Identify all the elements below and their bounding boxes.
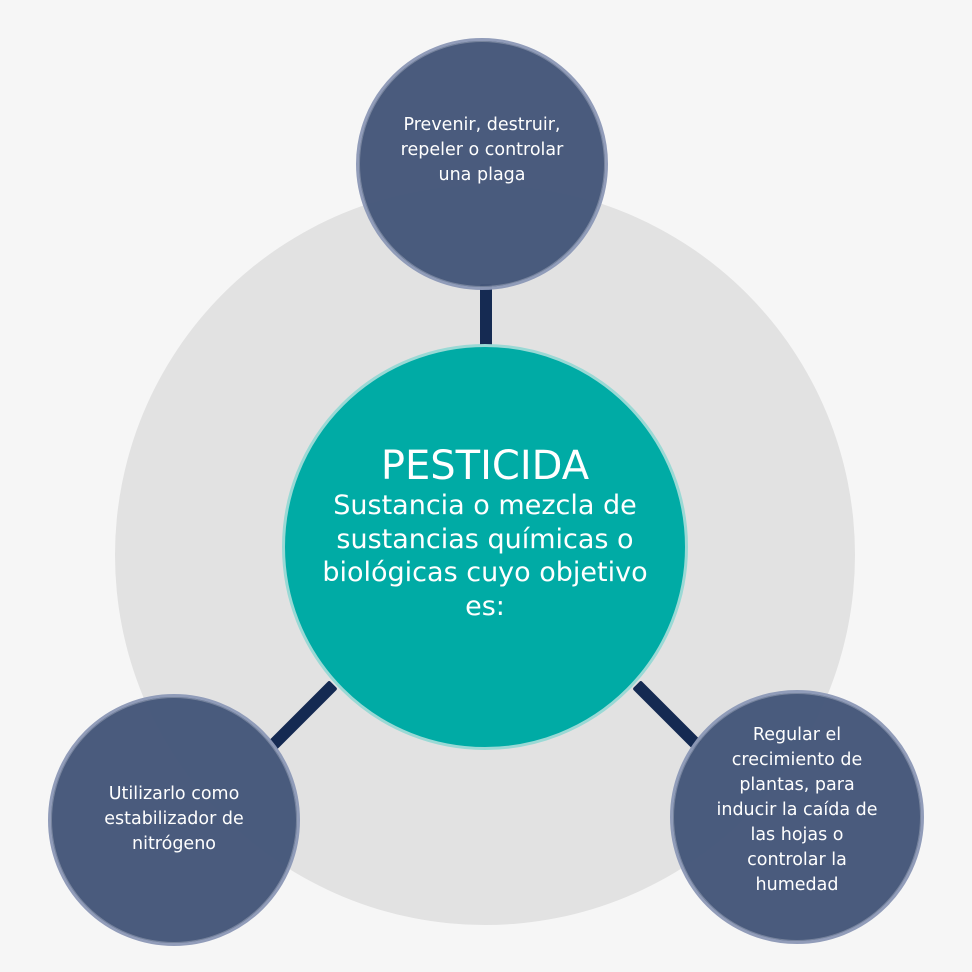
- objective-node-top: Prevenir, destruir, repeler o controlar …: [356, 38, 608, 290]
- center-circle: PESTICIDA Sustancia o mezcla de sustanci…: [282, 344, 688, 750]
- connector-top: [480, 284, 492, 350]
- objective-node-left: Utilizarlo como estabilizador de nitróge…: [48, 694, 300, 946]
- objective-node-right: Regular el crecimiento de plantas, para …: [670, 690, 924, 944]
- objective-text-left: Utilizarlo como estabilizador de nitróge…: [104, 783, 244, 854]
- objective-text-top: Prevenir, destruir, repeler o controlar …: [400, 114, 564, 185]
- objective-text-right: Regular el crecimiento de plantas, para …: [716, 724, 878, 895]
- center-subtitle: Sustancia o mezcla de sustancias química…: [322, 490, 648, 622]
- center-title: PESTICIDA: [380, 443, 590, 489]
